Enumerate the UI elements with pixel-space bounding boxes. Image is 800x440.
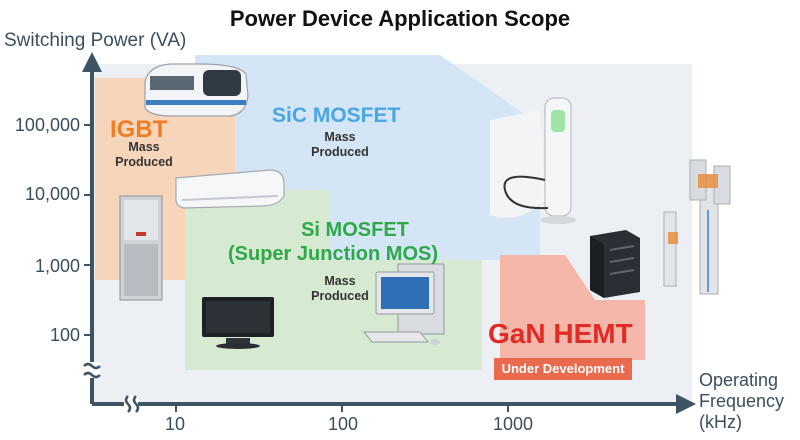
region-gan-hemt [500, 255, 645, 360]
y-tick-label: 100,000 [14, 115, 80, 135]
x-axis-break-icon [124, 395, 140, 413]
status-line: Mass [324, 130, 356, 144]
si-mosfet-label-line: Si MOSFET [301, 219, 409, 241]
x-axis-label-line: Frequency [699, 391, 785, 411]
x-axis-label-line: (kHz) [699, 412, 742, 432]
x-axis-label-line: Operating [699, 370, 779, 390]
cell-tower-illustration [663, 159, 731, 295]
status-line: Produced [311, 289, 369, 303]
status-line: Mass [128, 140, 160, 154]
igbt-label: IGBT [110, 116, 168, 143]
si-mosfet-status: Mass Produced [292, 274, 388, 304]
ev-charger-illustration [490, 97, 576, 224]
status-line: Produced [115, 155, 173, 169]
gan-hemt-label: GaN HEMT [488, 318, 633, 349]
status-line: Produced [311, 145, 369, 159]
gan-hemt-status-badge: Under Development [494, 358, 632, 380]
server-illustration [590, 230, 640, 298]
sic-mosfet-label: SiC MOSFET [272, 104, 401, 127]
x-axis-label: Operating Frequency (kHz) [699, 370, 799, 433]
y-tick-label: 100 [49, 325, 80, 345]
x-tick-label: 1000 [492, 414, 534, 434]
y-axis-arrow-icon [82, 52, 102, 72]
y-axis-label: Switching Power (VA) [4, 30, 187, 51]
train-illustration [144, 63, 249, 117]
y-tick-label: 1,000 [34, 256, 80, 276]
sic-mosfet-status: Mass Produced [292, 130, 388, 160]
desktop-computer-illustration [362, 263, 445, 345]
server-cabinet-illustration [119, 195, 163, 301]
x-tick-label: 100 [327, 414, 359, 434]
si-mosfet-label: Si MOSFET (Super Junction MOS) [228, 218, 438, 266]
igbt-status: Mass Produced [96, 140, 192, 170]
chart-title: Power Device Application Scope [229, 6, 571, 31]
x-tick-label: 10 [164, 414, 186, 434]
status-line: Mass [324, 274, 356, 288]
x-axis-arrow-icon [676, 394, 696, 414]
y-axis-break-icon [83, 362, 101, 379]
y-tick-label: 10,000 [24, 184, 80, 204]
television-illustration [202, 297, 274, 349]
air-conditioner-illustration [175, 169, 285, 209]
si-mosfet-label-line: (Super Junction MOS) [228, 243, 438, 265]
